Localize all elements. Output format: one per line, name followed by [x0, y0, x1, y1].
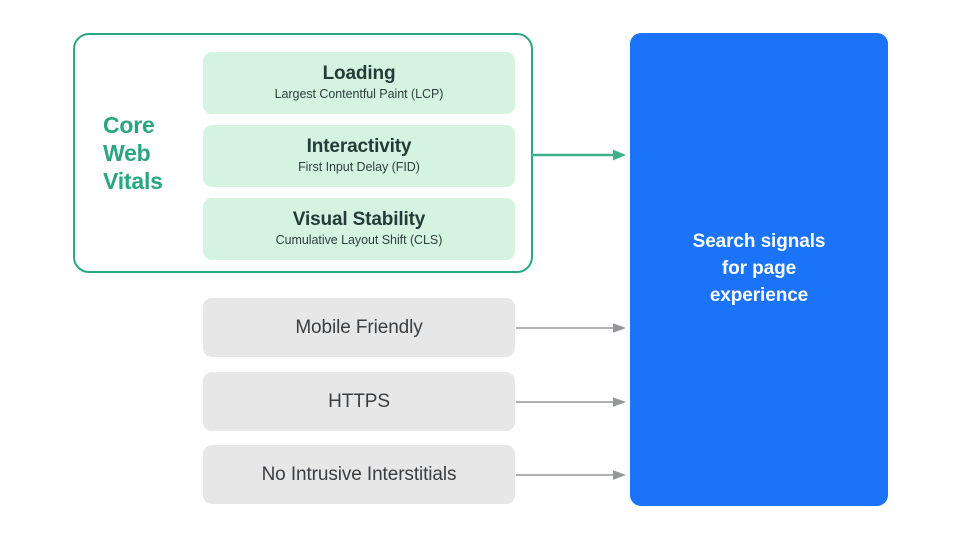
- signal-label: HTTPS: [328, 390, 390, 412]
- arrow-right-gray-icon-interstitials: [516, 465, 626, 485]
- metric-card-interactivity[interactable]: Interactivity First Input Delay (FID): [203, 125, 515, 187]
- metric-card-visual-stability[interactable]: Visual Stability Cumulative Layout Shift…: [203, 198, 515, 260]
- group-label-line-1: Core: [103, 112, 155, 138]
- signal-card-https[interactable]: HTTPS: [203, 372, 515, 431]
- signal-label: No Intrusive Interstitials: [261, 463, 457, 485]
- metric-subtitle: Largest Contentful Paint (LCP): [274, 87, 444, 102]
- metric-subtitle: Cumulative Layout Shift (CLS): [275, 233, 443, 248]
- metric-card-loading[interactable]: Loading Largest Contentful Paint (LCP): [203, 52, 515, 114]
- arrow-right-green-icon: [531, 145, 626, 165]
- metric-title: Visual Stability: [292, 208, 426, 230]
- metric-title: Interactivity: [306, 135, 412, 157]
- search-signals-text: Search signals for page experience: [693, 229, 826, 310]
- search-signals-line-1: Search signals: [692, 231, 826, 253]
- arrow-right-gray-icon-mobile-friendly: [516, 318, 626, 338]
- core-web-vitals-group-label: Core Web Vitals: [103, 112, 195, 195]
- metric-subtitle: First Input Delay (FID): [298, 160, 420, 175]
- signal-card-no-intrusive-interstitials[interactable]: No Intrusive Interstitials: [203, 445, 515, 504]
- search-signals-line-2: for page: [721, 258, 797, 280]
- group-label-line-3: Vitals: [103, 167, 163, 194]
- metric-title: Loading: [322, 62, 396, 84]
- group-label-line-2: Web: [103, 139, 151, 166]
- signal-label: Mobile Friendly: [295, 316, 423, 338]
- signal-card-mobile-friendly[interactable]: Mobile Friendly: [203, 298, 515, 357]
- search-signals-box[interactable]: Search signals for page experience: [630, 33, 888, 506]
- search-signals-line-3: experience: [709, 284, 809, 306]
- arrow-right-gray-icon-https: [516, 392, 626, 412]
